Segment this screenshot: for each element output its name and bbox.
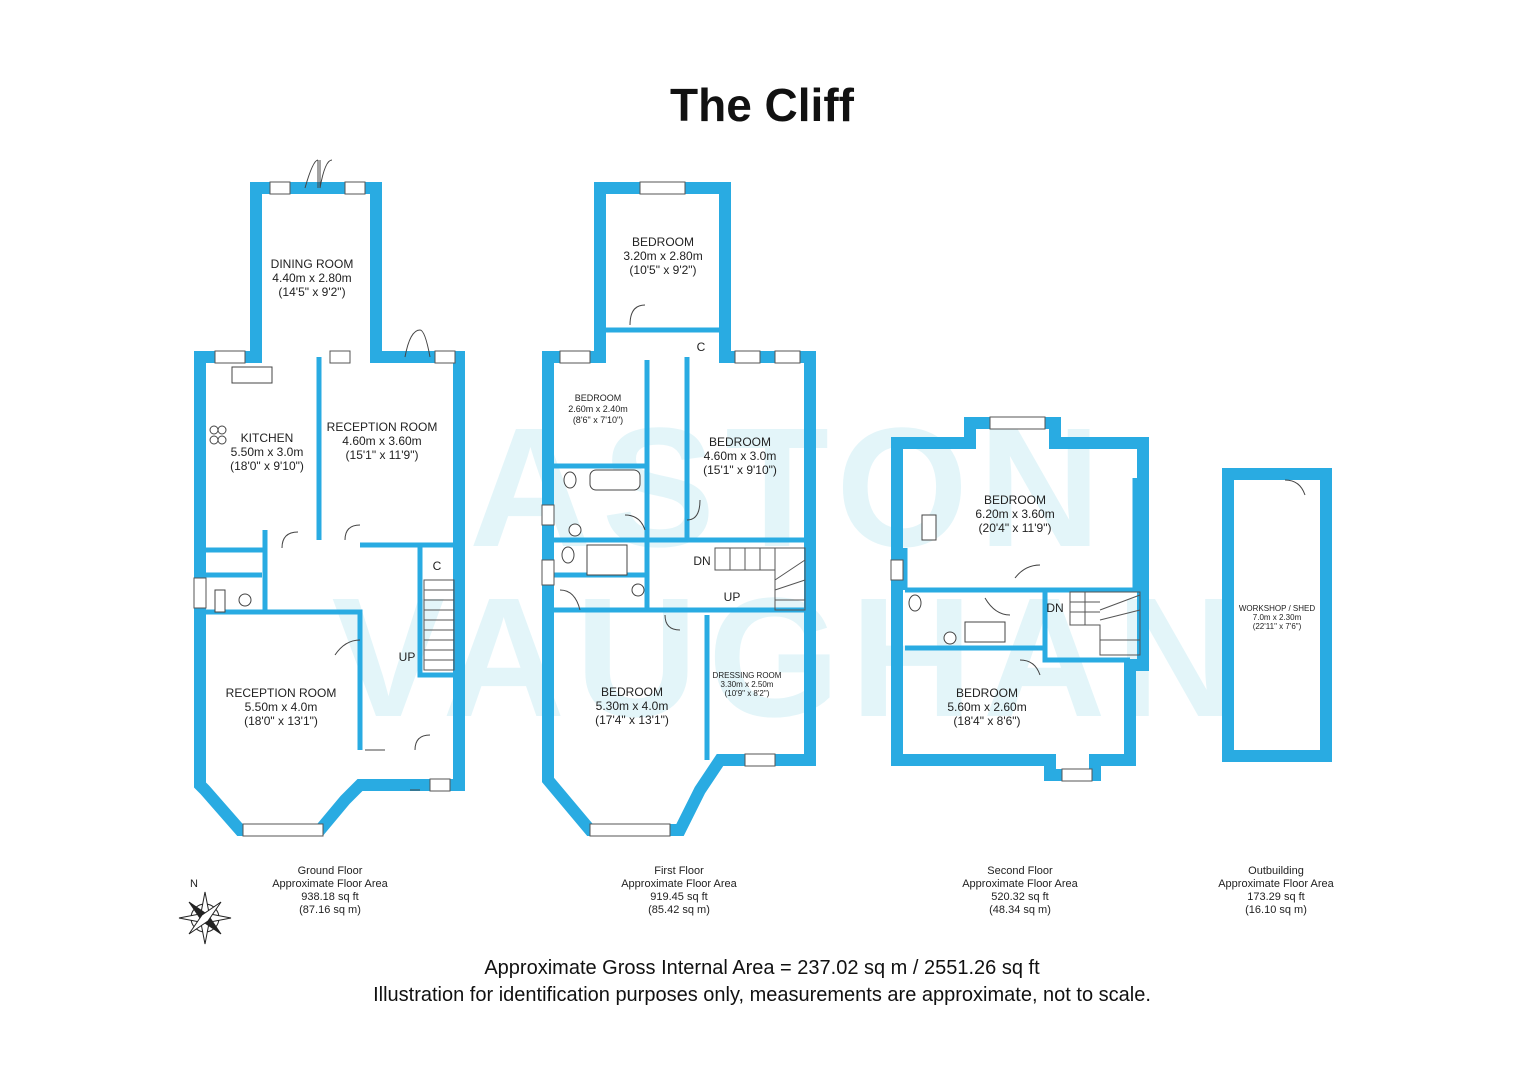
floor-sqft: 938.18 sq ft (301, 891, 359, 903)
room-metric: 3.30m x 2.50m (720, 680, 774, 689)
room-metric: 4.60m x 3.60m (342, 434, 422, 448)
room-name: DINING ROOM (270, 257, 354, 271)
room-imperial: (18'0" x 13'1") (244, 714, 318, 728)
room-sf-bedroom-bottom: BEDROOM 5.60m x 2.60m (18'4" x 8'6") (947, 686, 1026, 728)
room-name: BEDROOM (600, 685, 663, 699)
compass-rose (178, 891, 232, 945)
room-metric: 2.60m x 2.40m (568, 404, 628, 414)
floor-sqft: 520.32 sq ft (991, 891, 1049, 903)
room-metric: 4.40m x 2.80m (272, 271, 352, 285)
room-imperial: (10'9" x 8'2") (724, 689, 770, 698)
room-metric: 6.20m x 3.60m (975, 507, 1055, 521)
stairs-down-sf: DN (1046, 601, 1064, 615)
room-metric: 5.50m x 4.0m (244, 700, 318, 714)
first-floor-shower (586, 544, 628, 576)
cupboard-label-gf: C (432, 559, 442, 573)
plan-title: The Cliff (670, 79, 854, 131)
room-reception-1: RECEPTION ROOM 4.60m x 3.60m (15'1" x 11… (327, 420, 438, 462)
first-floor-outline (542, 182, 816, 836)
room-imperial: (10'5" x 9'2") (629, 263, 697, 277)
ground-floor-outline (194, 182, 465, 836)
floor-sqft: 173.29 sq ft (1247, 891, 1305, 903)
room-metric: 5.60m x 2.60m (947, 700, 1027, 714)
room-name: BEDROOM (955, 686, 1018, 700)
room-dressing: DRESSING ROOM 3.30m x 2.50m (10'9" x 8'2… (713, 671, 782, 698)
room-imperial: (17'4" x 13'1") (595, 713, 669, 727)
room-reception-2: RECEPTION ROOM 5.50m x 4.0m (18'0" x 13'… (226, 686, 337, 728)
floor-sqm: (48.34 sq m) (989, 904, 1051, 916)
room-imperial: (20'4" x 11'9") (978, 521, 1052, 535)
floor-area-ground: Ground Floor Approximate Floor Area 938.… (272, 865, 388, 917)
room-name: RECEPTION ROOM (326, 420, 438, 434)
second-floor-stairs (1069, 591, 1141, 656)
room-imperial: (18'0" x 9'10") (230, 459, 304, 473)
room-ff-bedroom-small: BEDROOM 2.60m x 2.40m (8'6" x 7'10") (568, 393, 628, 426)
room-name: BEDROOM (631, 235, 694, 249)
room-imperial: (14'5" x 9'2") (278, 285, 346, 299)
floor-name: Ground Floor (297, 865, 363, 877)
room-imperial: (8'6" x 7'10") (572, 415, 624, 425)
room-name: KITCHEN (240, 431, 294, 445)
floor-label: Approximate Floor Area (272, 878, 388, 890)
room-name: BEDROOM (574, 393, 622, 403)
floor-name: Outbuilding (1248, 865, 1304, 877)
room-metric: 7.0m x 2.30m (1252, 613, 1302, 622)
outbuilding-outline (1222, 468, 1332, 762)
room-metric: 4.60m x 3.0m (703, 449, 777, 463)
room-kitchen: KITCHEN 5.50m x 3.0m (18'0" x 9'10") (230, 431, 304, 473)
room-name: DRESSING ROOM (712, 671, 782, 680)
room-imperial: (15'1" x 11'9") (345, 448, 419, 462)
room-name: RECEPTION ROOM (225, 686, 337, 700)
second-floor-shower (964, 621, 1006, 643)
room-workshop: WORKSHOP / SHED 7.0m x 2.30m (22'11" x 7… (1239, 604, 1315, 631)
room-name: BEDROOM (708, 435, 771, 449)
room-imperial: (18'4" x 8'6") (953, 714, 1021, 728)
room-metric: 3.20m x 2.80m (623, 249, 703, 263)
ground-floor-stairs (423, 579, 455, 671)
floor-sqft: 919.45 sq ft (650, 891, 708, 903)
floor-name: First Floor (654, 865, 704, 877)
stairs-up-gf: UP (398, 650, 416, 664)
floor-area-first: First Floor Approximate Floor Area 919.4… (621, 865, 737, 917)
floor-sqm: (87.16 sq m) (299, 904, 361, 916)
cupboard-label-ff: C (696, 340, 706, 354)
room-ff-bedroom-main: BEDROOM 5.30m x 4.0m (17'4" x 13'1") (595, 685, 669, 727)
first-floor-bath (589, 469, 641, 491)
room-ff-bedroom-right: BEDROOM 4.60m x 3.0m (15'1" x 9'10") (703, 435, 777, 477)
room-ff-bedroom-top: BEDROOM 3.20m x 2.80m (10'5" x 9'2") (623, 235, 702, 277)
stairs-up-ff: UP (723, 590, 741, 604)
first-floor-inner-walls (548, 327, 805, 760)
compass-north-label: N (190, 878, 198, 890)
floor-label: Approximate Floor Area (962, 878, 1078, 890)
room-sf-bedroom-top: BEDROOM 6.20m x 3.60m (20'4" x 11'9") (975, 493, 1054, 535)
room-metric: 5.30m x 4.0m (595, 699, 669, 713)
room-imperial: (15'1" x 9'10") (703, 463, 777, 477)
disclaimer: Illustration for identification purposes… (373, 984, 1151, 1006)
ground-floor-inner-walls (200, 357, 455, 750)
room-dining: DINING ROOM 4.40m x 2.80m (14'5" x 9'2") (271, 257, 354, 299)
floor-sqm: (16.10 sq m) (1245, 904, 1307, 916)
floor-area-second: Second Floor Approximate Floor Area 520.… (962, 865, 1078, 917)
stairs-down-ff: DN (693, 554, 711, 568)
floor-sqm: (85.42 sq m) (648, 904, 710, 916)
room-metric: 5.50m x 3.0m (230, 445, 304, 459)
gross-internal-area: Approximate Gross Internal Area = 237.02… (484, 957, 1040, 979)
floor-label: Approximate Floor Area (1218, 878, 1334, 890)
floor-area-outbuilding: Outbuilding Approximate Floor Area 173.2… (1218, 865, 1334, 917)
second-floor-inner-walls (902, 478, 1145, 663)
first-floor-stairs (714, 547, 806, 611)
floor-name: Second Floor (987, 865, 1053, 877)
room-name: WORKSHOP / SHED (1238, 604, 1316, 613)
kitchen-sink (231, 366, 273, 384)
room-name: BEDROOM (983, 493, 1046, 507)
room-imperial: (22'11" x 7'6") (1252, 622, 1302, 631)
floor-label: Approximate Floor Area (621, 878, 737, 890)
